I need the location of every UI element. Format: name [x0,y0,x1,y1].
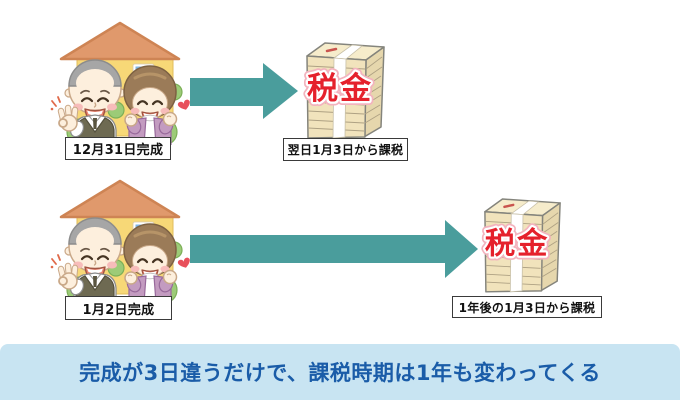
house-couple-illustration-row1 [50,20,200,145]
completion-date-label-row2: 1月2日完成 [65,296,172,320]
tax-timing-text-row2: 1年後の1月3日から課税 [458,300,596,315]
tax-timing-caption-row2: 1年後の1月3日から課税 [452,296,602,318]
tax-bundle-icon-row1 [303,35,389,139]
arrow-right-icon-row2 [190,220,478,278]
conclusion-banner: 完成が3日違うだけで、課税時期は1年も変わってくる [0,344,680,400]
completion-date-label-row1: 12月31日完成 [65,137,171,160]
tax-timing-caption-row1: 翌日1月3日から課税 [283,138,408,161]
completion-date-text-row2: 1月2日完成 [82,302,155,318]
conclusion-banner-text: 完成が3日違うだけで、課税時期は1年も変わってくる [79,361,601,385]
completion-date-text-row1: 12月31日完成 [72,143,164,158]
tax-timing-text-row1: 翌日1月3日から課税 [287,143,404,157]
tax-bundle-icon-row2 [481,191,565,293]
arrow-right-icon-row1 [190,63,298,119]
house-couple-illustration-row2 [50,178,200,303]
